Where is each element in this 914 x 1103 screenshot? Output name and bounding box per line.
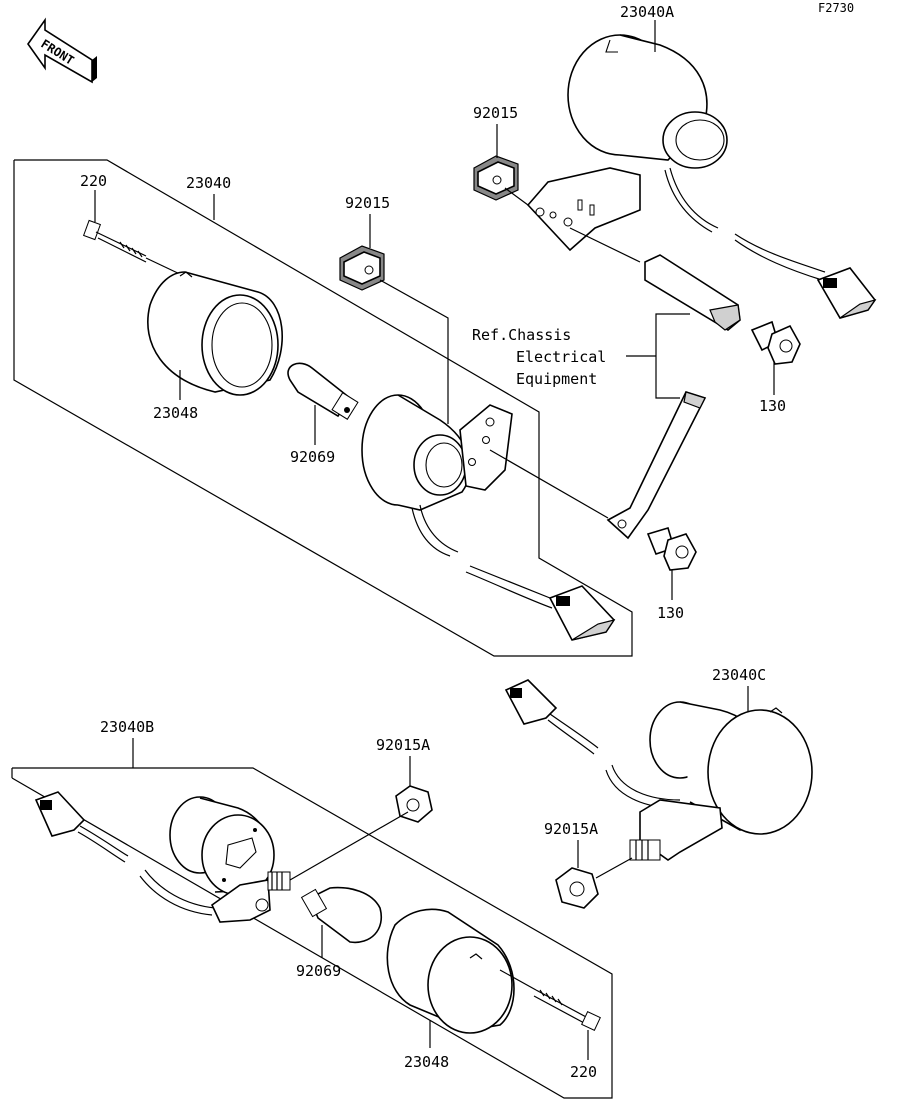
nut-92015a-right [555, 867, 599, 909]
label-130-top: 130 [759, 397, 786, 415]
grommet-92015-mid [339, 245, 385, 291]
screw-220-top [82, 219, 147, 263]
bulb-92069-bottom [300, 886, 383, 944]
label-92015a-left: 92015A [376, 736, 430, 754]
label-92015-top: 92015 [473, 104, 518, 122]
kit-frame-23040 [13, 159, 633, 657]
label-23040c: 23040C [712, 666, 766, 684]
turn-signal-23040 [361, 394, 616, 641]
label-220-bottom: 220 [570, 1063, 597, 1081]
label-92069-top: 92069 [290, 448, 335, 466]
kit-frame-23040b [11, 767, 613, 1099]
label-23040: 23040 [186, 174, 231, 192]
front-arrow-icon: FRONT [27, 17, 97, 84]
label-92015a-right: 92015A [544, 820, 598, 838]
label-92015-mid: 92015 [345, 194, 390, 212]
turn-signal-23040c [504, 679, 813, 861]
label-23040b: 23040B [100, 718, 154, 736]
label-23040a: 23040A [620, 3, 674, 21]
lens-23048-bottom [386, 908, 515, 1034]
label-220-top: 220 [80, 172, 107, 190]
bolt-130-bottom [646, 527, 697, 571]
label-23048-top: 23048 [153, 404, 198, 422]
label-130-bottom: 130 [657, 604, 684, 622]
ref-line2: Electrical [516, 348, 606, 366]
chassis-bracket-top [644, 254, 741, 331]
ref-line3: Equipment [516, 370, 597, 388]
nut-92015a-left [395, 785, 433, 823]
turn-signal-23040b [34, 791, 291, 923]
lens-23048-top [147, 271, 283, 396]
bulb-92069-top [287, 362, 359, 420]
ref-line1: Ref.Chassis [472, 326, 571, 344]
diagram-code: F2730 [818, 1, 854, 15]
screw-220-bottom [533, 989, 601, 1031]
bolt-130-top [750, 320, 801, 365]
chassis-bracket-lower [606, 391, 707, 540]
turn-signal-23040a [526, 34, 877, 319]
label-92069-bottom: 92069 [296, 962, 341, 980]
label-23048-bottom: 23048 [404, 1053, 449, 1071]
